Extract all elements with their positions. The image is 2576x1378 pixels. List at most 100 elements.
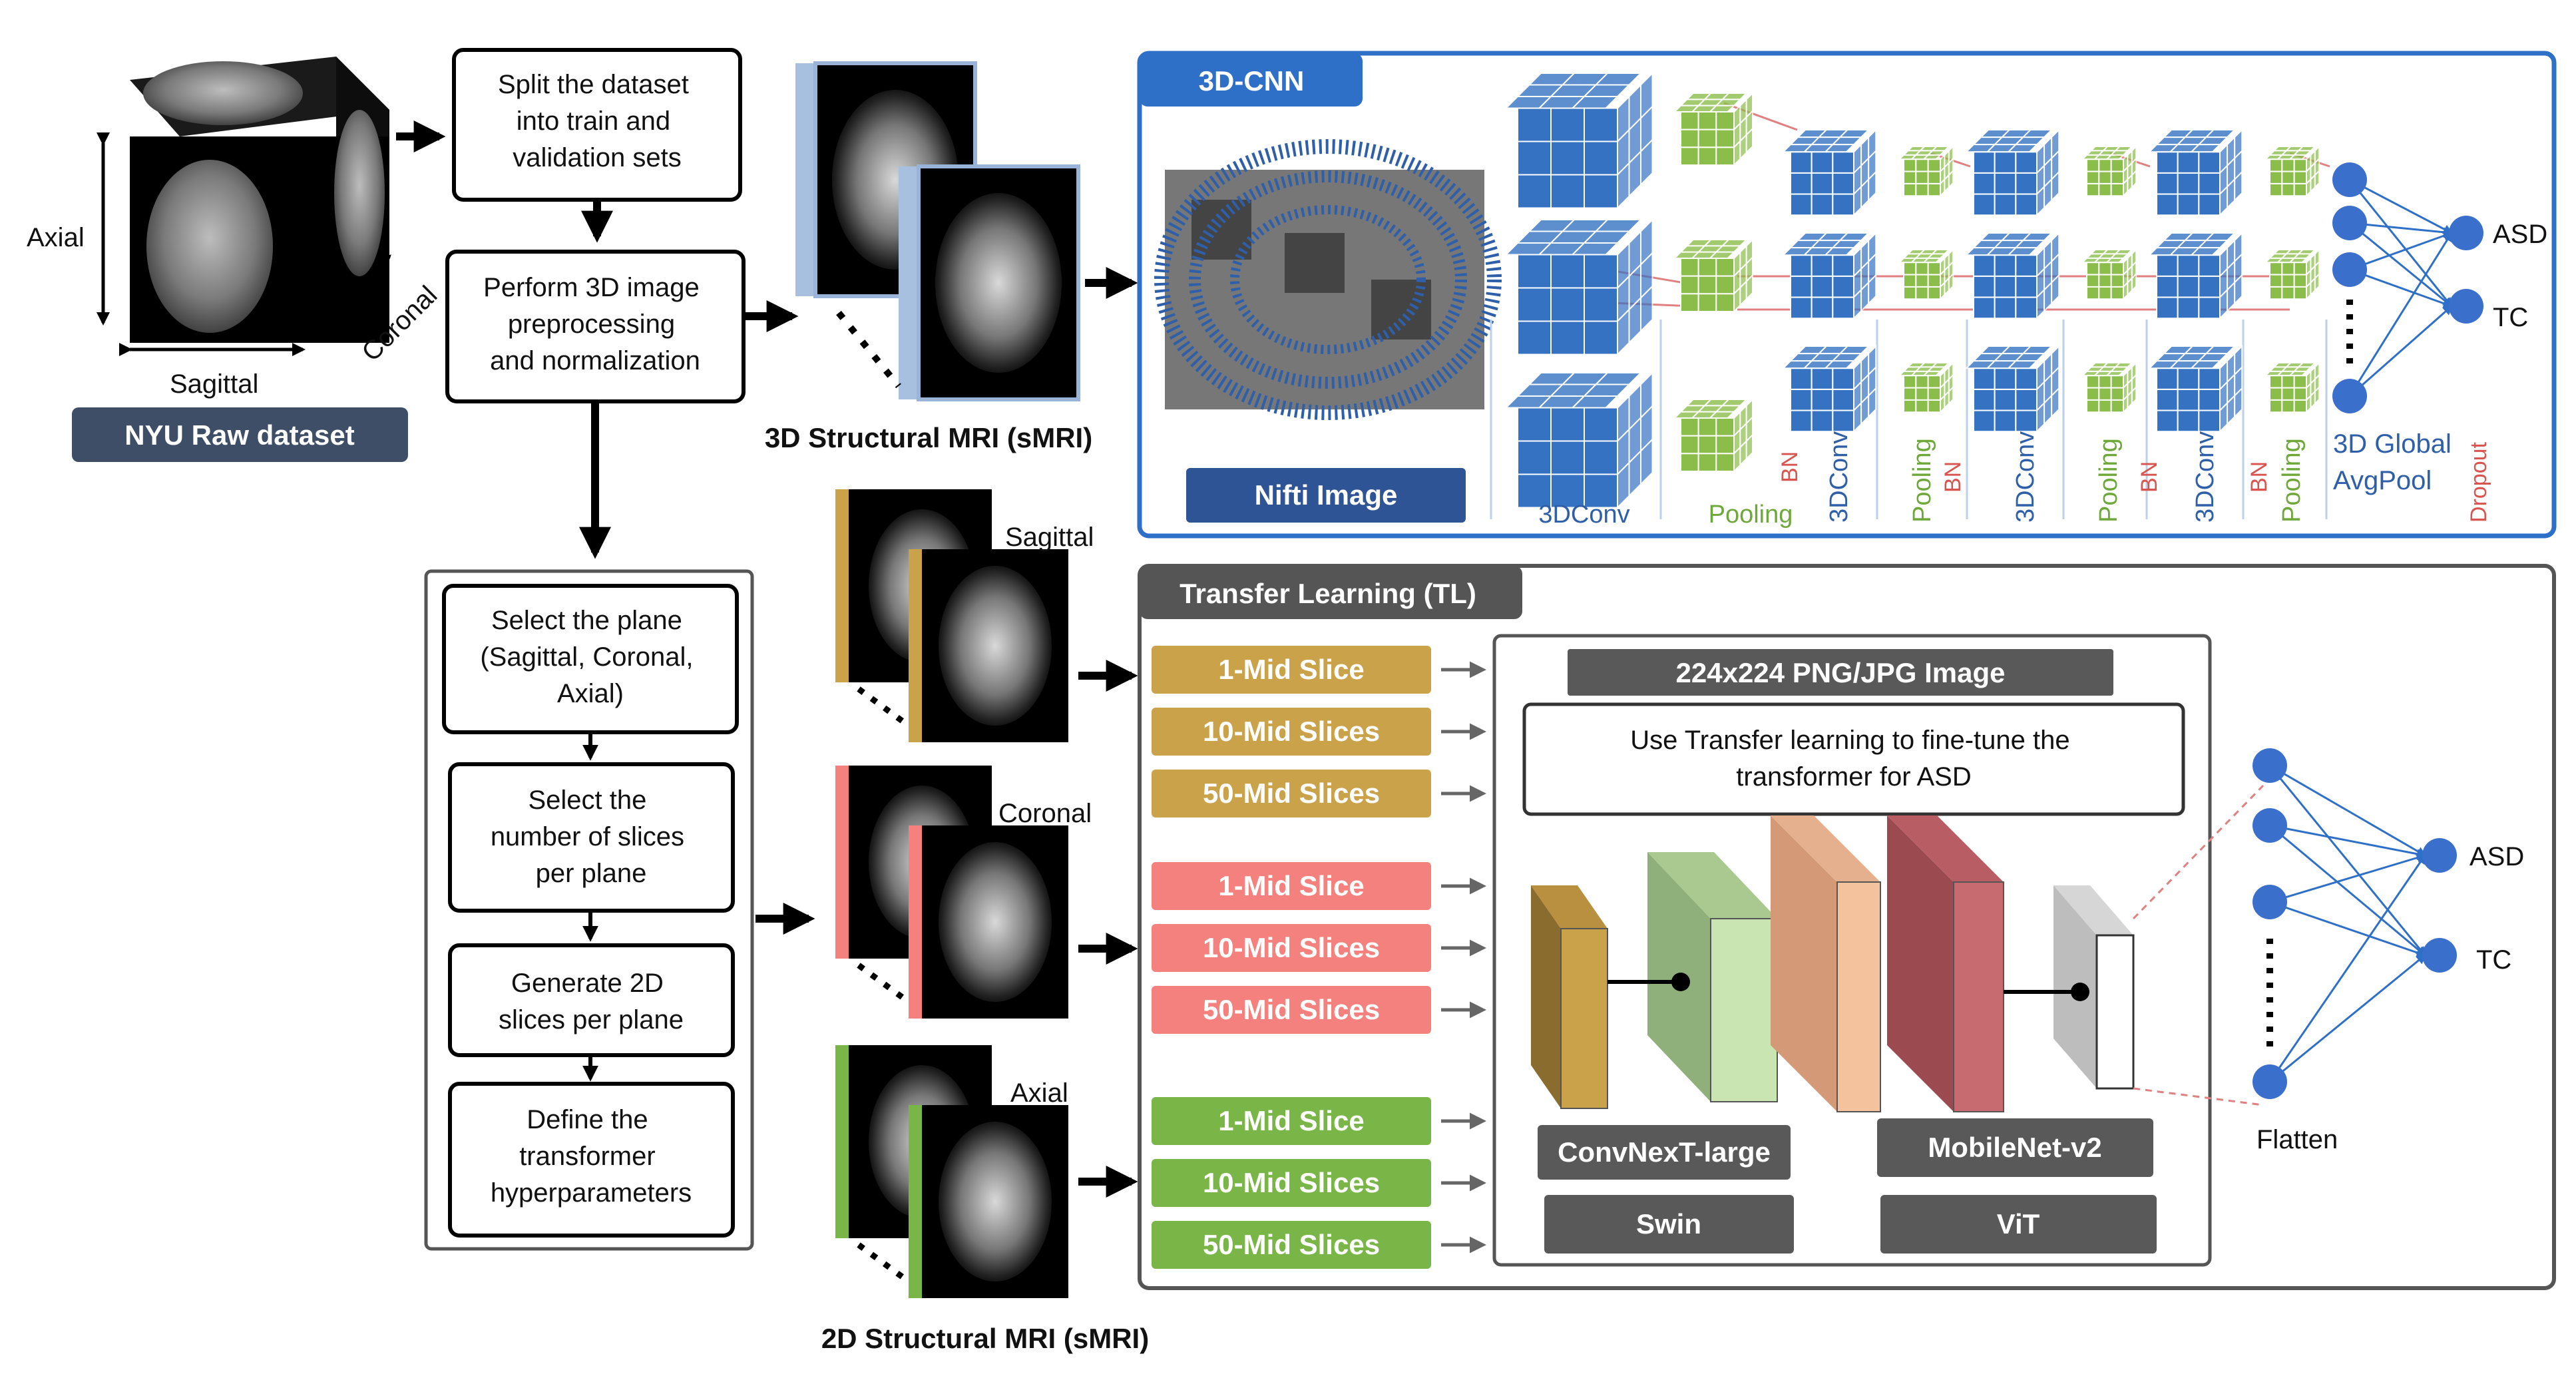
cnn-cube-pool-3-0: [2081, 144, 2137, 198]
flatten-label: Flatten: [2256, 1125, 2338, 1154]
cnn-dividers: [1490, 320, 2328, 519]
cnn-dense-node-1: [2332, 206, 2367, 240]
step-split-text: Split the dataset into train and validat…: [498, 70, 696, 172]
slice-option-coronal-0[interactable]: 1-Mid Slice: [1152, 862, 1431, 910]
step-define-box: [448, 1082, 735, 1238]
coronal-arrow: [307, 254, 391, 336]
cnn-cube-conv-3-2: [1964, 344, 2060, 433]
cnn-cube-pool-4-1: [2264, 248, 2320, 301]
image-size-box: [1568, 649, 2113, 696]
smri2d-stack-sagittal: [835, 489, 1068, 742]
slice-option-coronal-2[interactable]: 50-Mid Slices: [1152, 986, 1431, 1034]
sagittal-label: Sagittal: [170, 369, 258, 399]
cnn-cube-pool-3-2: [2081, 361, 2137, 414]
slice-option-label: 50-Mid Slices: [1203, 778, 1380, 809]
cnn-dense-node-3: [2332, 379, 2367, 413]
cnn-bn-label-1: BN: [1777, 451, 1803, 483]
flatten-link-bottom: [2133, 1087, 2264, 1106]
cnn-bn-label-4: BN: [2247, 461, 2272, 493]
brain-coronal-view: [334, 110, 385, 276]
model-vit-box: [1880, 1195, 2157, 1254]
cnn-dense-output-node-0: [2449, 216, 2483, 250]
plane-label-axial: Axial: [1010, 1078, 1068, 1108]
cnn-cube-conv-4-1: [2147, 231, 2243, 320]
cnn-cube-conv-4-0: [2147, 128, 2243, 217]
cnn-cube-pool-2-0: [1898, 144, 1954, 198]
tl-dense-output-node-1: [2422, 938, 2457, 973]
cnn-cube-conv-1b: [1504, 218, 1653, 356]
cnn-gap-label-line2: AvgPool: [2333, 466, 2432, 495]
model-mobilenet-box: [1877, 1118, 2153, 1177]
tl-description-box: [1522, 702, 2185, 816]
slice-option-label: 1-Mid Slice: [1218, 654, 1364, 685]
cnn-pool-label-4: Pooling: [2278, 438, 2306, 523]
slice-option-axial-1[interactable]: 10-Mid Slices: [1152, 1159, 1431, 1207]
cnn-cube-conv-3-0: [1964, 128, 2060, 217]
smri2d-stack-coronal: [835, 766, 1068, 1019]
slice-option-sagittal-2[interactable]: 50-Mid Slices: [1152, 770, 1431, 817]
cnn-output-asd: ASD: [2493, 220, 2547, 249]
cnn-bn-label-2: BN: [1940, 461, 1966, 493]
tl-dense-node-2: [2253, 885, 2287, 919]
slice-option-axial-0[interactable]: 1-Mid Slice: [1152, 1097, 1431, 1145]
cnn-pool-label-2: Pooling: [1908, 438, 1936, 523]
cnn-cube-pool-1b: [1673, 238, 1753, 314]
cnn-dense-layer: [2332, 162, 2483, 413]
slice-option-coronal-1[interactable]: 10-Mid Slices: [1152, 924, 1431, 972]
step-num-slices-text: Select the number of slices per plane: [491, 786, 692, 888]
tl-dense-node-0: [2253, 748, 2287, 783]
tl-dense-layer: [2253, 748, 2457, 1099]
cnn-cube-conv-2-2: [1781, 344, 1877, 433]
cnn-cubes: [1504, 71, 2320, 509]
tl-output-tc: TC: [2476, 945, 2511, 975]
model-vit-label: ViT: [1997, 1208, 2040, 1240]
cnn-cube-pool-3-1: [2081, 248, 2137, 301]
brain-top-view: [143, 61, 303, 125]
slice-option-sagittal-1[interactable]: 10-Mid Slices: [1152, 708, 1431, 756]
smri2d-label: 2D Structural MRI (sMRI): [821, 1323, 1149, 1354]
tl-dense-node-1: [2253, 808, 2287, 843]
slice-option-axial-2[interactable]: 50-Mid Slices: [1152, 1221, 1431, 1269]
plane-label-coronal: Coronal: [998, 799, 1092, 828]
slice-option-label: 10-Mid Slices: [1203, 1167, 1380, 1198]
cnn-dense-output-node-1: [2449, 289, 2483, 324]
smri3d-label: 3D Structural MRI (sMRI): [765, 422, 1092, 453]
dataset-cube: [130, 57, 389, 343]
cnn-cube-conv-4-2: [2147, 344, 2243, 433]
dataset-label: NYU Raw dataset: [124, 419, 354, 451]
axial-label: Axial: [27, 223, 85, 252]
smri2d-stacks: [835, 489, 1068, 1298]
tl-output-asd: ASD: [2469, 842, 2524, 871]
tl-title-box: [1140, 566, 1522, 619]
step-preprocess-text: Perform 3D image preprocessing and norma…: [483, 273, 707, 375]
cnn-cube-pool-2-1: [1898, 248, 1954, 301]
cnn-dense-node-2: [2332, 252, 2367, 287]
step-select-plane-text: Select the plane (Sagittal, Coronal, Axi…: [480, 606, 700, 708]
cnn-output-tc: TC: [2493, 303, 2528, 332]
cnn-pool-label-3: Pooling: [2095, 438, 2123, 523]
model-swin-label: Swin: [1636, 1208, 1701, 1240]
slice-option-label: 10-Mid Slices: [1203, 932, 1380, 963]
cnn-conv-label-2: 3DConv: [1825, 431, 1853, 523]
nifti-label-box: [1186, 468, 1466, 523]
slice-option-sagittal-0[interactable]: 1-Mid Slice: [1152, 646, 1431, 694]
nifti-brain-mesh: [1154, 139, 1502, 420]
dataset-label-box: [72, 407, 408, 462]
cnn-cube-pool-4-2: [2264, 361, 2320, 414]
cnn-dense-node-0: [2332, 162, 2367, 197]
cnn-cube-conv-2-0: [1781, 128, 1877, 217]
slice-option-label: 1-Mid Slice: [1218, 870, 1364, 901]
step-define-text: Define the transformer hyperparameters: [491, 1105, 692, 1208]
cnn-cube-pool-4-0: [2264, 144, 2320, 198]
cnn-cube-conv-1a: [1504, 71, 1653, 210]
cnn-title-box: [1140, 53, 1363, 107]
cnn-cube-pool-2-2: [1898, 361, 1954, 414]
tl-dense-output-node-0: [2422, 838, 2457, 873]
cnn-cube-pool-1a: [1673, 91, 1753, 167]
cnn-conv-label-1: 3DConv: [1538, 501, 1629, 529]
cnn-gap-label-line1: 3D Global: [2333, 429, 2452, 459]
model-swin-box: [1544, 1195, 1794, 1254]
cnn-dropout-label: Dropout: [2466, 441, 2491, 523]
